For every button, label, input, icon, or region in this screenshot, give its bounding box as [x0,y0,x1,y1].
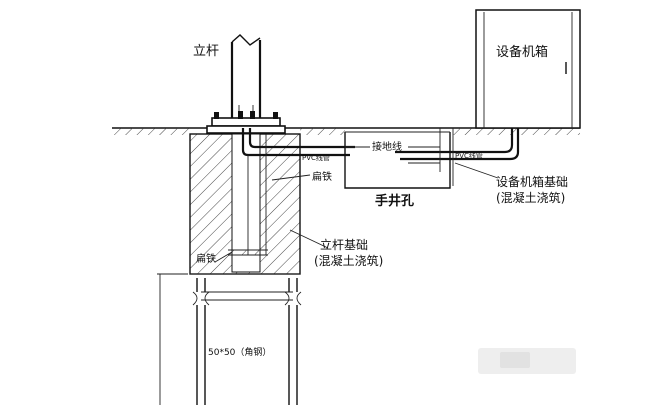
flat-iron-upper-label: 扁铁 [312,170,332,183]
angle-steel-label: 50*50（角钢） [208,346,271,358]
pole-base-plate [206,111,286,134]
pole-label: 立杆 [193,44,219,59]
pipe-right-label: PVC线管 [455,151,483,160]
pole-foundation-note: (混凝土浇筑) [314,253,383,268]
watermark-blur-inner [500,352,530,368]
flat-iron-lower-label: 扁铁 [196,252,216,265]
cabinet-foundation [439,128,454,186]
pole-grounding-conductors [228,128,355,256]
pipe-left-label: PVC线管 [302,153,330,162]
leader-lines [214,146,499,263]
ground-wire-label: 接地线 [372,140,402,153]
ground-surface [112,127,580,135]
pole [230,34,262,118]
angle-steel-electrode [157,273,302,405]
cabinet-label: 设备机箱 [496,44,548,60]
pole-foundation-label: 立杆基础 [320,237,368,252]
cabinet-foundation-note: (混凝土浇筑) [496,190,565,205]
cabinet-foundation-label: 设备机箱基础 [496,174,568,189]
handhole-label: 手井孔 [375,193,414,209]
equipment-cabinet [475,9,581,129]
